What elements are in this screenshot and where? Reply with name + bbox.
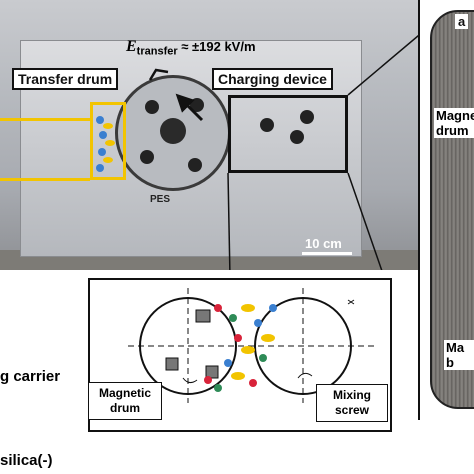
magnetic-label-bottom: Ma b <box>444 340 474 370</box>
knob <box>140 150 154 164</box>
photo-overlay <box>96 33 420 270</box>
magnet-block <box>165 357 179 371</box>
knob <box>290 130 304 144</box>
knob <box>260 118 274 132</box>
rotation-arrow <box>182 377 198 384</box>
highlight-connector <box>0 118 90 121</box>
zoom-line-top <box>347 33 420 96</box>
mixing-screw-label: Mixing screw <box>316 384 388 422</box>
knob <box>300 110 314 124</box>
schematic-drawing <box>128 288 378 403</box>
drum-hub <box>160 118 186 144</box>
particle-chain <box>96 116 115 172</box>
rotation-arrow <box>297 372 313 379</box>
rotation-arrow-center <box>175 93 204 122</box>
knob <box>188 158 202 172</box>
magnet-block <box>195 309 211 323</box>
transfer-highlight-box <box>90 102 126 180</box>
scale-bar <box>302 252 352 255</box>
field-strength-label: Etransfer ≈ ±192 kV/m <box>126 38 256 58</box>
transfer-drum-label: Transfer drum <box>12 68 119 90</box>
magnet-block <box>205 365 219 379</box>
zoom-line-bottom <box>347 172 383 270</box>
magnetic-drum-label: Magnetic drum <box>88 382 162 420</box>
magnetic-drum-label-top: Magne drum <box>434 108 474 138</box>
zoom-line-inset <box>227 172 231 270</box>
knob <box>145 100 159 114</box>
charging-device-label: Charging device <box>212 68 333 90</box>
legend-carrier-text: g carrier <box>0 368 61 385</box>
charging-highlight-box <box>228 95 348 173</box>
scale-bar-label: 10 cm <box>305 236 342 251</box>
highlight-connector <box>0 178 90 181</box>
panel-letter: a <box>455 14 469 29</box>
pes-text: PES <box>150 194 171 205</box>
particle-cloud <box>204 304 277 392</box>
legend-silica-text: silica(-) <box>0 452 53 469</box>
rotation-arrow-top <box>148 68 169 81</box>
